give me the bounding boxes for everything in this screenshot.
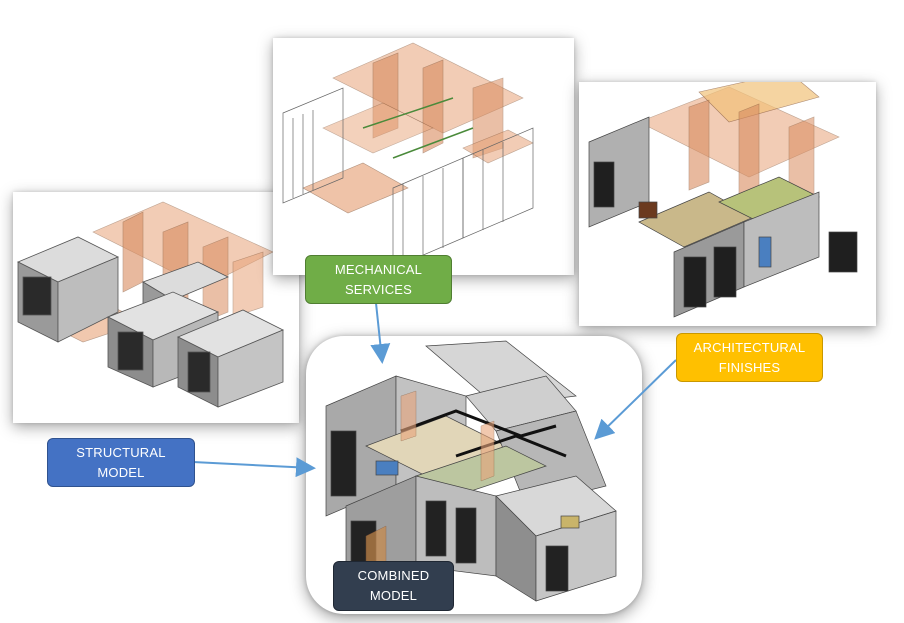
arrow-structural [192, 457, 316, 478]
mechanical-label-line-2: SERVICES [344, 281, 413, 297]
structural-model-image [13, 192, 299, 423]
architectural-label-line-2: FINISHES [718, 359, 781, 375]
structural-label-line-1: STRUCTURAL [76, 444, 166, 460]
mechanical-label-line-1: MECHANICAL [334, 261, 423, 277]
combined-label-line-2: MODEL [369, 588, 418, 603]
mechanical-services-image [273, 38, 574, 275]
architectural-finishes-image [579, 82, 876, 326]
architectural-finishes-label: ARCHITECTURAL FINISHES [676, 333, 823, 382]
structural-model-label: STRUCTURAL MODEL [47, 438, 195, 487]
architectural-label-line-1: ARCHITECTURAL [693, 339, 806, 355]
combined-model-label: COMBINED MODEL [333, 561, 454, 611]
mechanical-services-label: MECHANICAL SERVICES [305, 255, 452, 304]
combined-model-image [306, 336, 642, 614]
combined-label-line-1: COMBINED [357, 568, 430, 583]
structural-label-line-2: MODEL [97, 464, 145, 480]
